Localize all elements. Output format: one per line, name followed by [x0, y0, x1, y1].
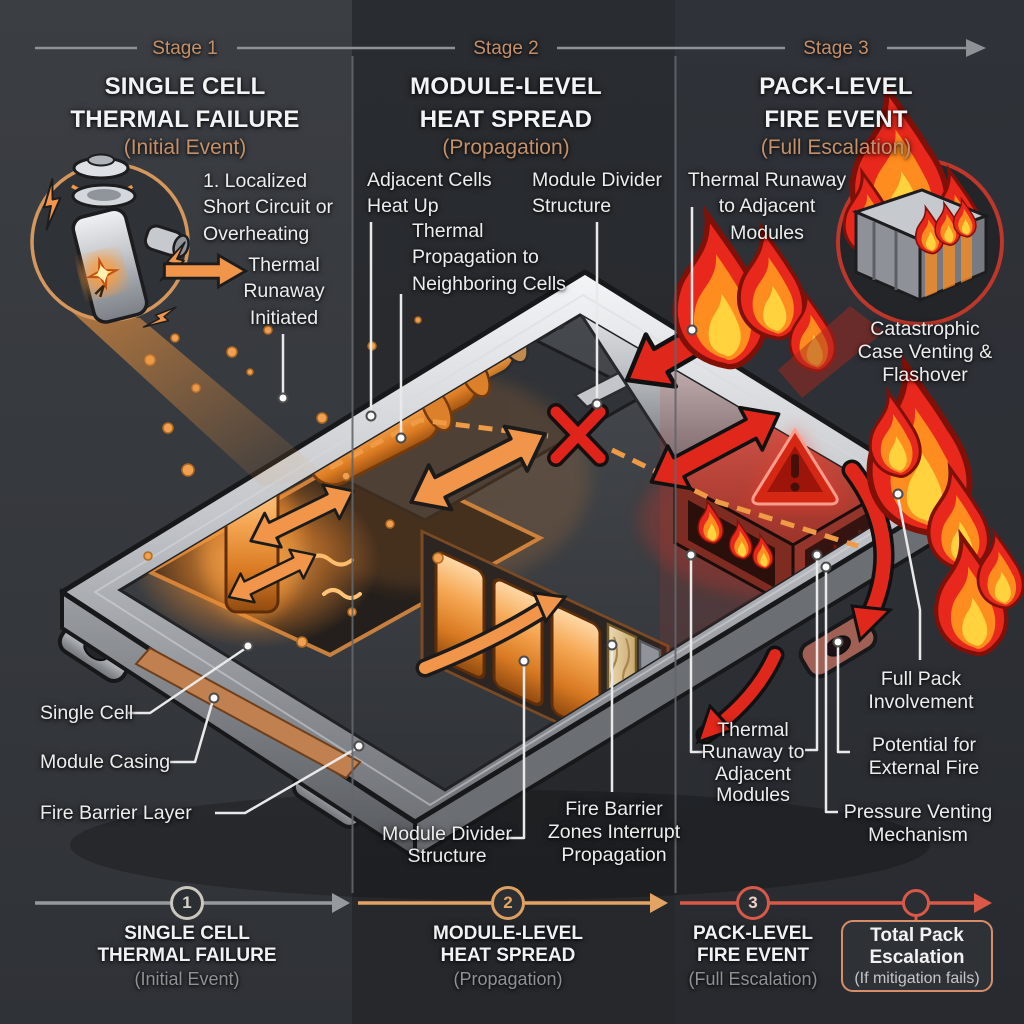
timeline-step-1-subtitle: (Initial Event): [134, 969, 240, 989]
annotation-pressure-venting: Pressure Venting Mechanism: [843, 801, 993, 846]
stage2-title: MODULE-LEVEL HEAT SPREAD: [410, 73, 602, 133]
end-box-title: Total Pack Escalation: [869, 924, 965, 968]
stage2-subtitle: (Propagation): [442, 136, 570, 159]
annotation-external-fire: Potential for External Fire: [868, 734, 980, 779]
timeline-step-2-badge: 2: [491, 886, 525, 920]
annotation-fire-barrier-layer: Fire Barrier Layer: [40, 802, 192, 824]
heat-spread-curved-arrow: [415, 591, 568, 678]
stage1-subtitle: (Initial Event): [123, 136, 247, 159]
stage2-label: Stage 2: [473, 38, 539, 59]
annotation-thermal-runaway-bottom: Thermal Runaway to Adjacent Modules: [701, 719, 805, 807]
annotation-thermal-runaway-initiated: Thermal Runaway Initiated: [243, 254, 325, 329]
cell-failure-callout: [30, 153, 330, 486]
annotation-thermal-runaway-top: Thermal Runaway to Adjacent Modules: [687, 169, 847, 244]
escalation-curved-arrow: [695, 459, 895, 745]
stage3-label: Stage 3: [803, 38, 869, 59]
timeline-step-1-badge: 1: [170, 886, 204, 920]
stage3-subtitle: (Full Escalation): [760, 136, 912, 159]
annotation-localized-short-circuit: 1. Localized Short Circuit or Overheatin…: [203, 170, 334, 245]
end-box-subtitle: (If mitigation fails): [854, 969, 980, 987]
timeline-step-3-badge: 3: [736, 886, 770, 920]
pack-fire-callout: [778, 88, 1004, 398]
timeline-step-3-title: PACK-LEVEL FIRE EVENT: [693, 923, 813, 966]
burning-pack-icon: [851, 188, 991, 303]
stage1-label: Stage 1: [152, 38, 218, 59]
annotation-module-casing: Module Casing: [40, 751, 171, 773]
annotation-module-divider-bottom: Module Divider Structure: [381, 823, 513, 867]
annotation-thermal-propagation: Thermal Propagation to Neighboring Cells: [412, 220, 566, 295]
timeline-end-node: [902, 889, 930, 917]
total-pack-escalation-box: Total Pack Escalation (If mitigation fai…: [841, 920, 993, 992]
leader-lines: [128, 207, 922, 840]
exploded-cell-icon: [71, 153, 190, 324]
timeline-step-3-subtitle: (Full Escalation): [688, 969, 818, 989]
header-arrow-icon: [966, 39, 986, 57]
annotation-full-pack: Full Pack Involvement: [868, 668, 974, 713]
blocked-x-icon: [547, 403, 609, 467]
stage1-title: SINGLE CELL THERMAL FAILURE: [70, 73, 300, 133]
annotation-single-cell: Single Cell: [40, 702, 134, 724]
timeline-step-1-title: SINGLE CELL THERMAL FAILURE: [97, 923, 277, 966]
timeline-step-2-subtitle: (Propagation): [453, 969, 563, 989]
leader-dots: [208, 324, 904, 752]
annotation-adjacent-cells: Adjacent Cells Heat Up: [367, 169, 492, 218]
copper-rim: [134, 646, 362, 780]
annotation-catastrophic-venting: Catastrophic Case Venting & Flashover: [857, 318, 993, 386]
warning-icon: [747, 424, 843, 508]
annotation-module-divider-top: Module Divider Structure: [532, 169, 663, 218]
stage3-title: PACK-LEVEL FIRE EVENT: [759, 73, 913, 133]
annotation-fire-barrier-zones: Fire Barrier Zones Interrupt Propagation: [547, 798, 681, 866]
timeline-step-2-title: MODULE-LEVEL HEAT SPREAD: [433, 923, 583, 966]
